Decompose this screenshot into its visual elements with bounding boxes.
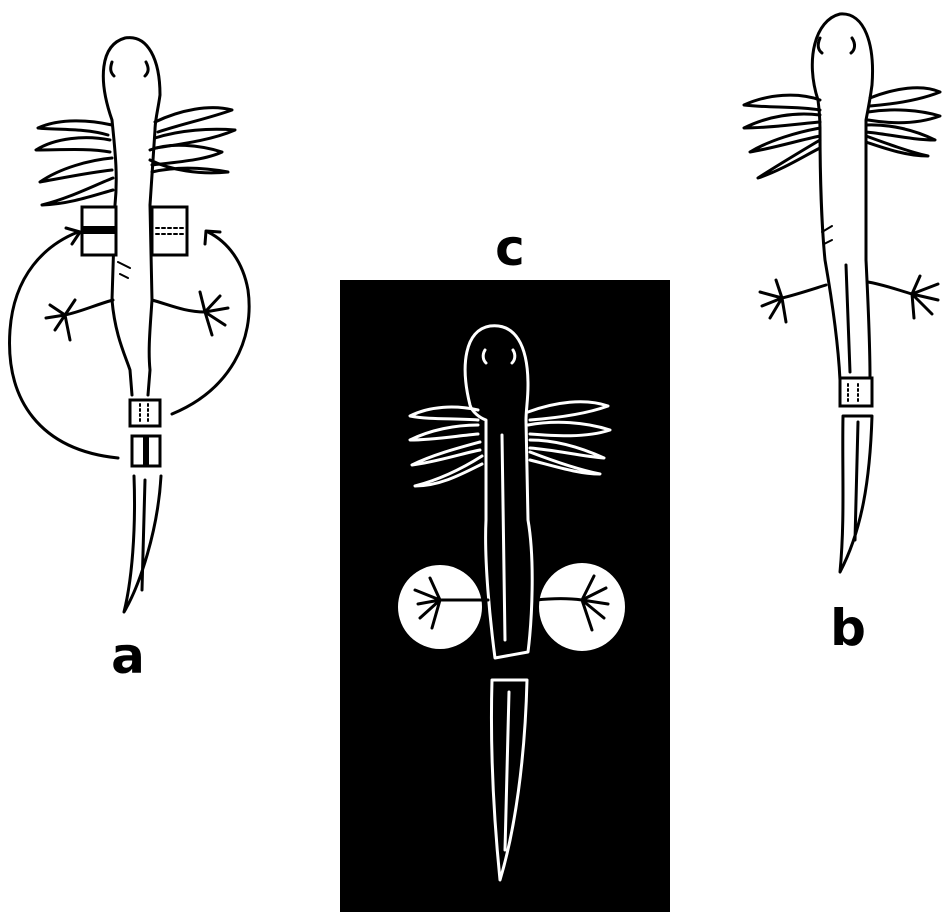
panel-b <box>744 14 940 572</box>
panel-label-a: a <box>111 627 145 685</box>
panel-b-eye-right <box>851 38 855 53</box>
panel-c <box>340 280 670 912</box>
panel-label-b: b <box>830 599 866 657</box>
panel-b-limb-right <box>868 276 938 318</box>
panel-a-eye-left <box>111 62 114 76</box>
panel-a-tail <box>124 476 161 612</box>
panel-a-tail-segment-1 <box>130 400 160 426</box>
panel-a-arrow-right <box>172 232 249 414</box>
panel-b-limb-left <box>760 280 826 322</box>
panel-a-limb-left <box>46 300 113 340</box>
panel-a-limb-right <box>152 292 228 335</box>
panel-a-graft-right <box>152 207 187 255</box>
panel-b-tail <box>840 416 872 572</box>
panel-a <box>10 38 250 612</box>
panel-a-graft-left-band <box>83 226 115 234</box>
panel-b-eye-left <box>818 38 822 53</box>
panel-b-gills-left <box>744 95 820 178</box>
panel-a-gills-left <box>36 121 113 205</box>
panel-b-graft <box>840 378 872 406</box>
panel-a-tail-segment-2-band <box>143 437 149 465</box>
panel-a-arrow-left <box>10 232 118 458</box>
panel-a-eye-right <box>145 62 148 76</box>
panel-b-body-outline <box>812 14 872 380</box>
panel-a-gills-right <box>150 108 235 173</box>
panel-b-stripe <box>846 265 850 372</box>
panel-c-limb-disc-left <box>398 565 482 649</box>
panel-a-belly-marks <box>118 262 130 278</box>
panel-label-c: c <box>495 219 525 277</box>
panel-b-gills-right <box>866 88 940 156</box>
panel-c-limb-disc-right <box>539 563 625 651</box>
